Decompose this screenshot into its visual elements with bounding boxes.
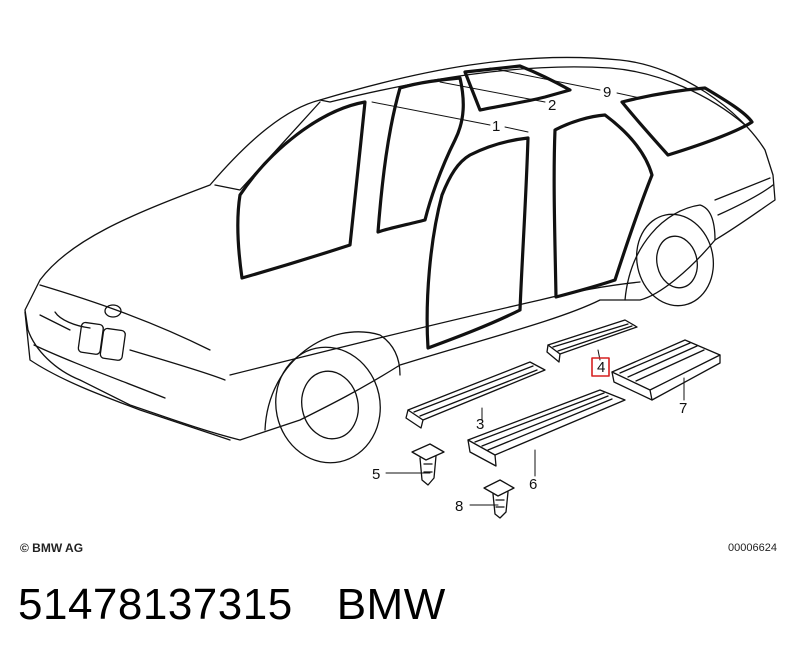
sill-trims (405, 319, 721, 467)
copyright-text: © BMW AG (20, 541, 84, 555)
sill-trim-4 (546, 319, 638, 363)
rear-window-seal (552, 113, 654, 299)
callout-8: 8 (455, 498, 463, 515)
sill-trim-6 (467, 389, 626, 467)
clip-5 (411, 443, 445, 486)
callout-7: 7 (679, 400, 687, 417)
document-number: 00006624 (728, 542, 777, 554)
front-window-seal (236, 100, 367, 280)
callout-5: 5 (372, 466, 380, 483)
parts-diagram: 1 2 9 3 4 5 6 7 8 (24, 56, 776, 519)
callout-4-highlight (591, 357, 610, 377)
callout-3: 3 (476, 416, 484, 433)
brand-name: BMW (336, 580, 446, 629)
callout-6: 6 (529, 476, 537, 493)
callout-labels: 1 2 9 3 4 5 6 7 8 (372, 84, 687, 515)
callout-9: 9 (603, 84, 611, 101)
rear-door-frame-seal (425, 136, 530, 350)
front-door-seal (376, 76, 465, 234)
part-number: 51478137315 (18, 580, 293, 629)
sill-trim-3 (405, 361, 546, 429)
callout-1: 1 (492, 118, 500, 135)
callout-2: 2 (548, 97, 556, 114)
door-window-seals (236, 64, 754, 350)
roof-window-seal (463, 64, 572, 112)
footer-caption: 51478137315 BMW (18, 580, 490, 630)
car-body-outline (24, 56, 776, 464)
callout-4: 4 (597, 359, 605, 376)
quarter-window-seal (620, 86, 754, 157)
sill-trim-7 (611, 339, 721, 401)
leader-lines (371, 67, 685, 506)
clip-8 (483, 479, 515, 519)
